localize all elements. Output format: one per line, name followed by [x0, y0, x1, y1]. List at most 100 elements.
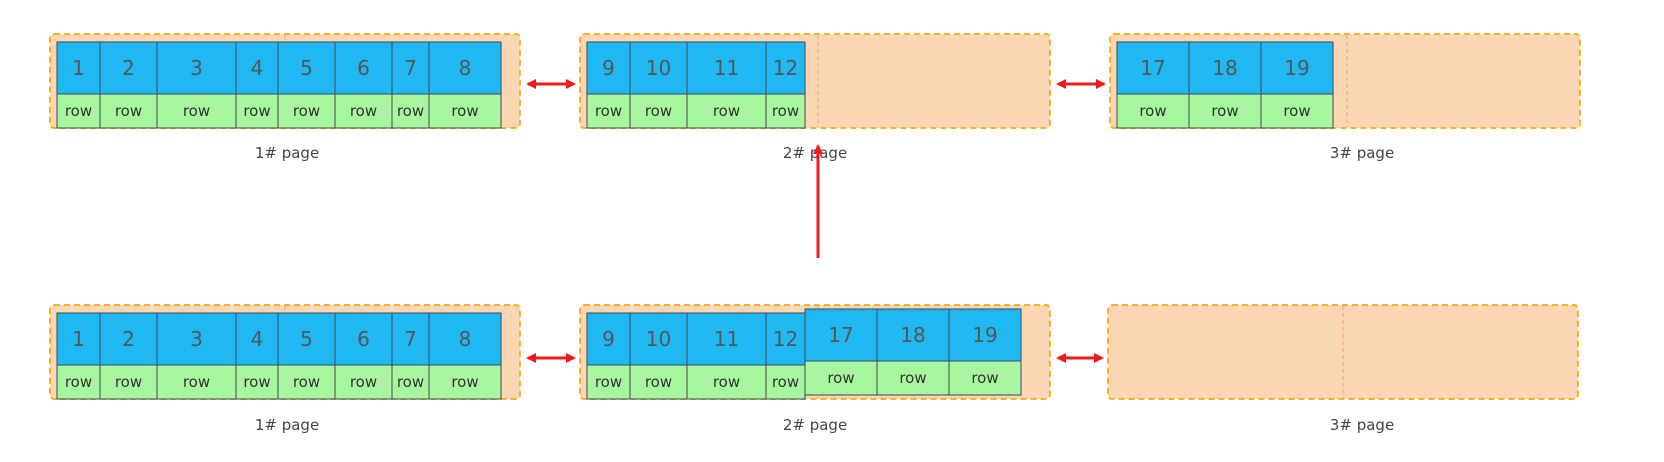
row-cell: [99, 364, 158, 400]
key-cell: [804, 308, 878, 362]
key-cell: [1260, 41, 1334, 95]
record-row-label: row: [243, 373, 270, 391]
row-cell: [586, 93, 631, 129]
record: 4 row: [235, 312, 279, 400]
key-cell: [586, 41, 631, 95]
record-key-label: 3: [190, 56, 203, 80]
key-cell: [99, 312, 158, 366]
record-key-label: 1: [72, 56, 85, 80]
record-key-label: 9: [602, 327, 615, 351]
record-key-label: 8: [459, 56, 472, 80]
record-key-label: 6: [357, 327, 370, 351]
record-row-label: row: [595, 102, 622, 120]
record-key-label: 19: [1284, 56, 1309, 80]
record-row-label: row: [713, 373, 740, 391]
record-row-label: row: [65, 102, 92, 120]
row-cell: [586, 364, 631, 400]
key-cell: [56, 312, 101, 366]
key-cell: [586, 312, 631, 366]
row-cell: [765, 364, 806, 400]
record-key-label: 12: [773, 56, 798, 80]
row-cell: [277, 93, 336, 129]
row-cell: [235, 364, 279, 400]
key-cell: [428, 312, 502, 366]
key-cell: [629, 312, 688, 366]
record-row-label: row: [645, 373, 672, 391]
row-cell: [765, 93, 806, 129]
record-row-label: row: [1283, 102, 1310, 120]
record-key-label: 4: [251, 327, 264, 351]
record-row-label: row: [595, 373, 622, 391]
row-cell: [334, 93, 393, 129]
row-cell: [948, 360, 1022, 396]
row-cell: [686, 93, 767, 129]
record-row-label: row: [397, 373, 424, 391]
record-key-label: 4: [251, 56, 264, 80]
record-key-label: 2: [122, 56, 135, 80]
row-cell: [804, 360, 878, 396]
key-cell: [277, 41, 336, 95]
page-caption: 1# page: [255, 416, 319, 434]
record-row-label: row: [645, 102, 672, 120]
record-key-label: 7: [404, 56, 417, 80]
arrows-layer: [526, 79, 1106, 363]
key-cell: [948, 308, 1022, 362]
row-cell: [391, 93, 430, 129]
key-cell: [334, 312, 393, 366]
key-cell: [1188, 41, 1262, 95]
record: 6 row: [334, 312, 393, 400]
row-cell: [428, 93, 502, 129]
record: 4 row: [235, 41, 279, 129]
record-key-label: 17: [828, 323, 853, 347]
record-row-label: row: [243, 102, 270, 120]
row-cell: [235, 93, 279, 129]
after-page-3: 3# page: [1107, 304, 1579, 434]
key-cell: [235, 41, 279, 95]
row-cell: [629, 93, 688, 129]
record-row-label: row: [293, 373, 320, 391]
record: 19 row: [1260, 41, 1334, 129]
record-row-label: row: [350, 373, 377, 391]
record: 9 row: [586, 312, 631, 400]
key-cell: [428, 41, 502, 95]
record-row-label: row: [183, 102, 210, 120]
record: 7 row: [391, 41, 430, 129]
record-row-label: row: [772, 373, 799, 391]
row-cell: [1116, 93, 1190, 129]
record-key-label: 11: [714, 327, 739, 351]
page-caption: 3# page: [1330, 416, 1394, 434]
row-cell: [156, 364, 237, 400]
key-cell: [686, 41, 767, 95]
record-row-label: row: [183, 373, 210, 391]
record-key-label: 10: [646, 327, 671, 351]
row-cell: [1260, 93, 1334, 129]
record-row-label: row: [451, 102, 478, 120]
record-key-label: 11: [714, 56, 739, 80]
record-key-label: 8: [459, 327, 472, 351]
key-cell: [765, 41, 806, 95]
key-cell: [391, 312, 430, 366]
key-cell: [277, 312, 336, 366]
record-row-label: row: [397, 102, 424, 120]
record-row-label: row: [115, 373, 142, 391]
